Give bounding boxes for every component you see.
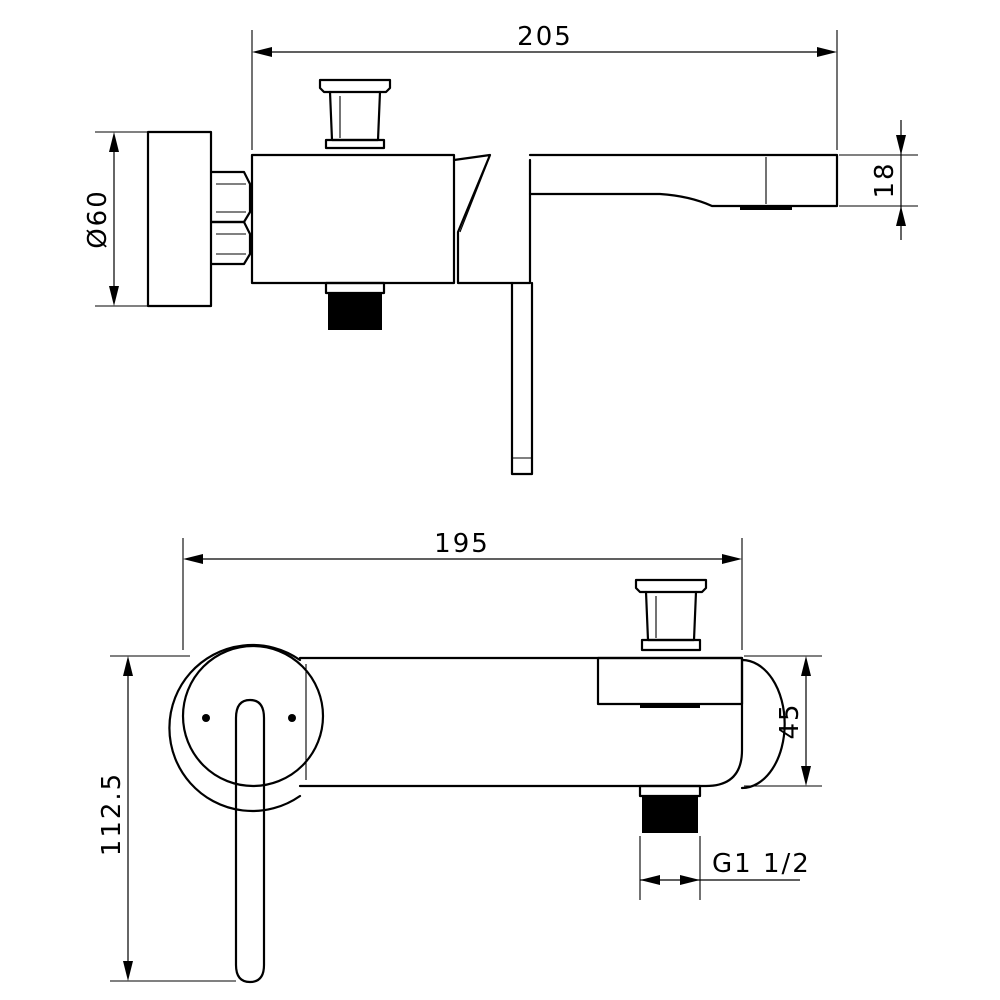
dim-205 <box>251 30 838 150</box>
spout <box>528 153 839 208</box>
dim-112-5 <box>110 655 236 982</box>
dim-thread-label: G1 1/2 <box>712 849 811 879</box>
dim-195 <box>182 538 743 650</box>
dim-thread <box>639 836 800 900</box>
front-spout-block <box>596 656 744 706</box>
escutcheon-inner <box>181 644 325 788</box>
outlet-thread <box>324 281 386 330</box>
mixer-body <box>250 153 456 285</box>
dim-195-label: 195 <box>434 529 490 559</box>
top-view: 205 Ø60 18 <box>83 22 918 476</box>
diverter-knob <box>318 78 392 150</box>
wall-flange <box>146 130 213 308</box>
front-body <box>298 656 744 788</box>
dim-diameter <box>95 131 148 307</box>
dim-18 <box>839 120 918 240</box>
front-lever-handle <box>234 698 266 984</box>
escutcheon-outer <box>168 643 302 813</box>
dim-18-label: 18 <box>870 161 900 198</box>
hex-nut <box>210 170 252 266</box>
dim-205-label: 205 <box>517 22 573 52</box>
front-diverter-knob <box>634 578 708 652</box>
lever-joint <box>452 153 532 285</box>
dim-diameter-label: Ø60 <box>83 189 113 249</box>
bottom-view: 195 112.5 45 G1 1/2 <box>97 529 822 984</box>
front-outlet-thread <box>638 784 702 833</box>
dim-112-5-label: 112.5 <box>97 772 127 856</box>
dim-45-label: 45 <box>775 702 805 739</box>
dim-45 <box>744 655 822 787</box>
lever-handle <box>510 281 534 476</box>
